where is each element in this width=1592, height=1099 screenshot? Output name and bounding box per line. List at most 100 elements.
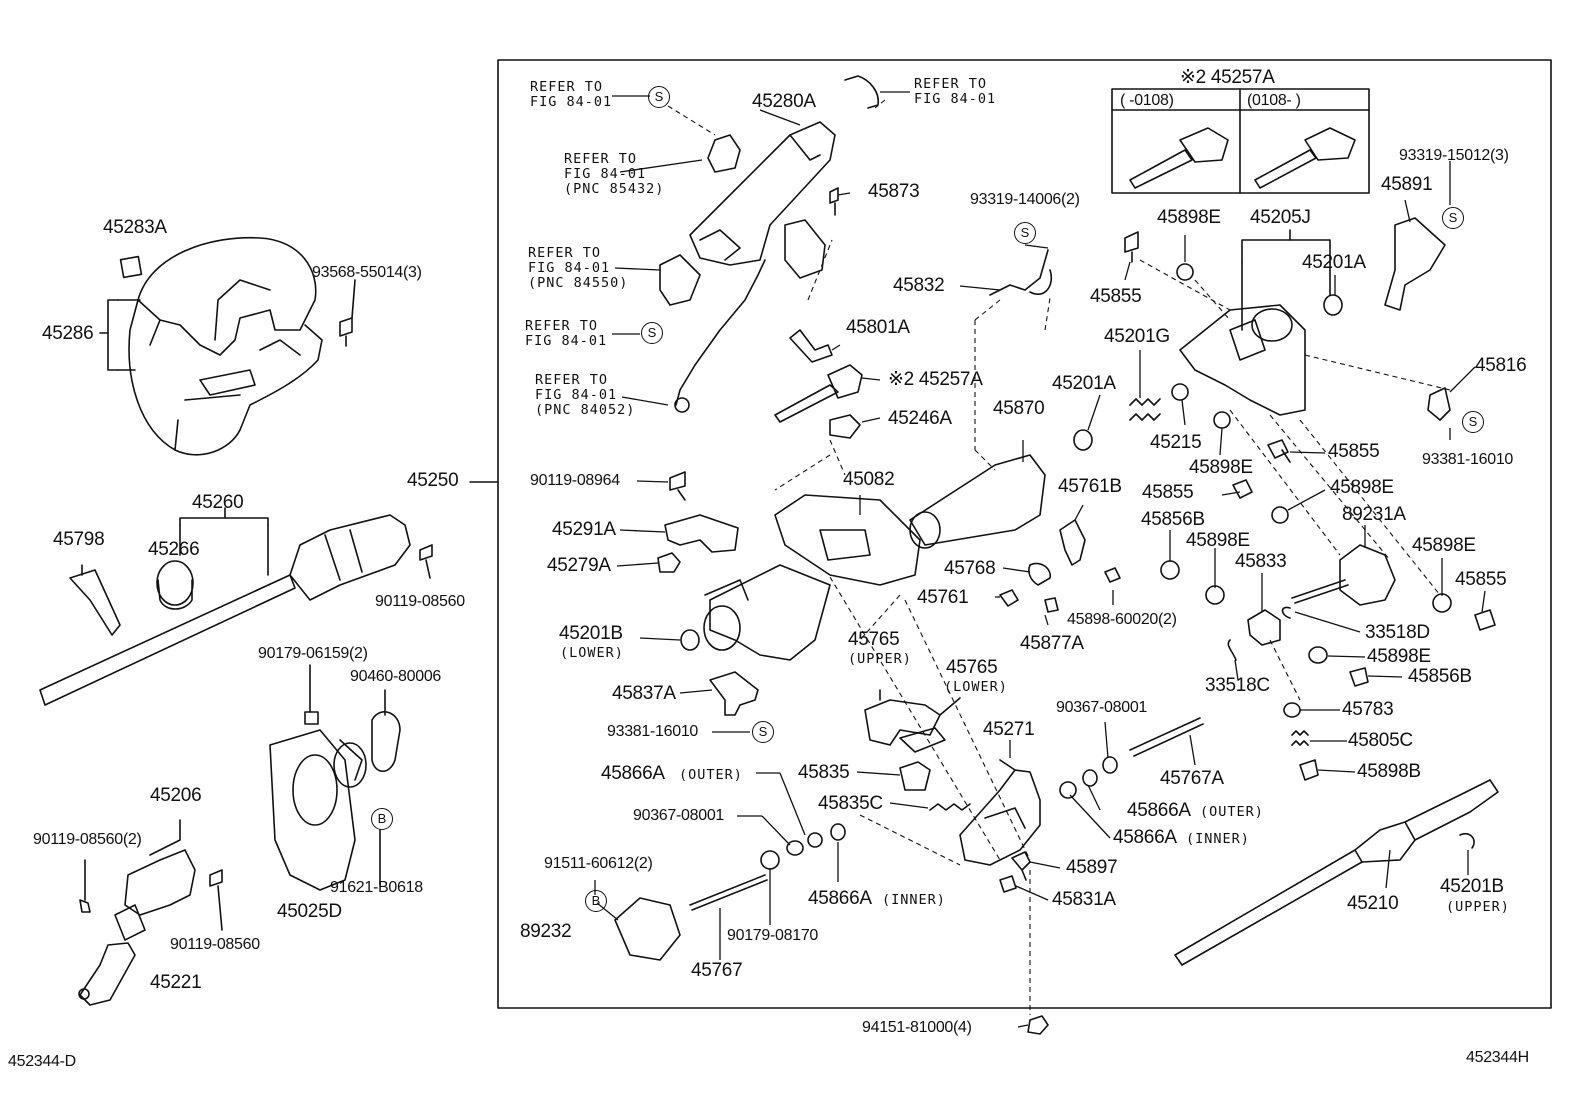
refer-note-6: REFER TO FIG 84-01 (PNC 84052): [535, 372, 636, 418]
label-45898-60020: 45898-60020(2): [1067, 611, 1177, 628]
label-45783: 45783: [1342, 699, 1394, 720]
symbol-s-93319-14006: S: [1014, 222, 1036, 244]
label-33518D: 33518D: [1365, 622, 1430, 643]
label-45215: 45215: [1150, 432, 1202, 453]
label-45206: 45206: [150, 785, 202, 806]
label-45798: 45798: [53, 529, 105, 550]
label-45286: 45286: [42, 323, 94, 344]
label-45765-lower: 45765: [946, 657, 998, 678]
label-45898E-center: 45898E: [1186, 530, 1250, 551]
lower-joint-drawing: [78, 849, 196, 1006]
refer-note-4: REFER TO FIG 84-01 (PNC 84550): [528, 245, 629, 291]
label-45246A: 45246A: [888, 408, 952, 429]
label-lower-note: (LOWER): [560, 645, 624, 661]
label-45210: 45210: [1347, 893, 1399, 914]
label-45866A-inner-left: 45866A: [808, 888, 872, 909]
refer-note-1: REFER TO FIG 84-01: [530, 79, 613, 110]
label-upper-note-right: (UPPER): [1446, 899, 1510, 915]
upper-tube-drawing: [909, 454, 1046, 549]
label-45897: 45897: [1066, 857, 1118, 878]
label-45283A: 45283A: [103, 217, 167, 238]
symbol-b-91621: B: [371, 808, 393, 830]
label-45082: 45082: [843, 469, 895, 490]
column-housing-drawing: [659, 121, 836, 306]
label-45257A-key: ※2 45257A: [888, 369, 983, 390]
symbol-s-ref1: S: [648, 86, 670, 108]
assembly-frame: [497, 59, 1552, 1009]
label-45761B: 45761B: [1058, 476, 1122, 497]
label-lower-note-2: (LOWER): [944, 679, 1008, 695]
label-93381-16010-left: 93381-16010: [607, 723, 699, 740]
label-45855-mid: 45855: [1328, 441, 1380, 462]
label-45856B-top: 45856B: [1141, 509, 1205, 530]
label-outer-note-left: (OUTER): [679, 767, 743, 783]
label-45891: 45891: [1381, 174, 1433, 195]
label-45257A-table: ※2 45257A: [1180, 67, 1275, 88]
label-90367-08001-right: 90367-08001: [1056, 699, 1148, 716]
ignition-housing-drawing: [1179, 304, 1306, 416]
label-45866A-inner-right: 45866A: [1113, 827, 1177, 848]
label-45877A: 45877A: [1020, 633, 1084, 654]
label-45768: 45768: [944, 558, 996, 579]
label-45266: 45266: [148, 539, 200, 560]
label-90119-08560-2: 90119-08560(2): [33, 831, 142, 848]
label-93568-55014: 93568-55014(3): [312, 264, 422, 281]
label-45767: 45767: [691, 960, 743, 981]
label-inner-note-right: (INNER): [1186, 831, 1250, 847]
label-45271: 45271: [983, 719, 1035, 740]
label-45898B: 45898B: [1357, 761, 1421, 782]
label-45201A-mid: 45201A: [1052, 373, 1116, 394]
label-89232: 89232: [520, 921, 572, 942]
label-45898E-low: 45898E: [1367, 646, 1431, 667]
label-45280A: 45280A: [752, 91, 816, 112]
label-45898E-far: 45898E: [1412, 535, 1476, 556]
label-45279A: 45279A: [547, 555, 611, 576]
label-45816: 45816: [1475, 355, 1527, 376]
label-45873: 45873: [868, 181, 920, 202]
label-45250: 45250: [407, 470, 459, 491]
label-93319-15012: 93319-15012(3): [1399, 147, 1509, 164]
column-cover-drawing: [119, 236, 323, 456]
symbol-s-93319-15012: S: [1442, 207, 1464, 229]
label-90179-06159: 90179-06159(2): [258, 645, 368, 662]
label-94151-81000: 94151-81000(4): [862, 1019, 972, 1036]
diagram-code-left: 452344-D: [8, 1053, 76, 1070]
label-inner-note-left: (INNER): [882, 892, 946, 908]
label-93381-16010-right: 93381-16010: [1422, 451, 1514, 468]
label-45835: 45835: [798, 762, 850, 783]
label-90119-08560-lower: 90119-08560: [170, 936, 260, 953]
label-45801A: 45801A: [846, 317, 910, 338]
refer-note-5: REFER TO FIG 84-01: [525, 318, 608, 349]
table-col-left: ( -0108): [1120, 92, 1174, 109]
symbol-s-93381-left: S: [752, 721, 774, 743]
label-93319-14006: 93319-14006(2): [970, 191, 1080, 208]
label-45832: 45832: [893, 275, 945, 296]
label-45855-lower: 45855: [1142, 482, 1194, 503]
label-90367-08001-left: 90367-08001: [633, 807, 725, 824]
refer-note-3: REFER TO FIG 84-01 (PNC 85432): [564, 151, 665, 197]
label-45833: 45833: [1235, 551, 1287, 572]
label-45025D: 45025D: [277, 901, 342, 922]
label-outer-note-right: (OUTER): [1200, 804, 1264, 820]
lock-housing-drawing: [959, 759, 1041, 866]
label-91511-60612: 91511-60612(2): [544, 855, 653, 872]
column-tube-drawing: [703, 494, 921, 661]
symbol-b-91511: B: [585, 890, 607, 912]
label-91621-B0618: 91621-B0618: [330, 879, 423, 896]
label-45898E-right: 45898E: [1330, 477, 1394, 498]
intermediate-shaft-drawing: [1174, 779, 1499, 966]
label-45205J: 45205J: [1250, 207, 1311, 228]
label-45201B-upper: 45201B: [1440, 876, 1504, 897]
label-45856B-low: 45856B: [1408, 666, 1472, 687]
label-45898E-top: 45898E: [1157, 207, 1221, 228]
label-upper-note: (UPPER): [848, 651, 912, 667]
symbol-s-93381-right: S: [1462, 411, 1484, 433]
label-45866A-outer-right: 45866A: [1127, 800, 1191, 821]
label-45837A: 45837A: [612, 683, 676, 704]
label-45767A: 45767A: [1160, 768, 1224, 789]
label-45201A-top: 45201A: [1302, 252, 1366, 273]
label-45221: 45221: [150, 972, 202, 993]
label-45898E-mid: 45898E: [1189, 457, 1253, 478]
label-45291A: 45291A: [552, 519, 616, 540]
